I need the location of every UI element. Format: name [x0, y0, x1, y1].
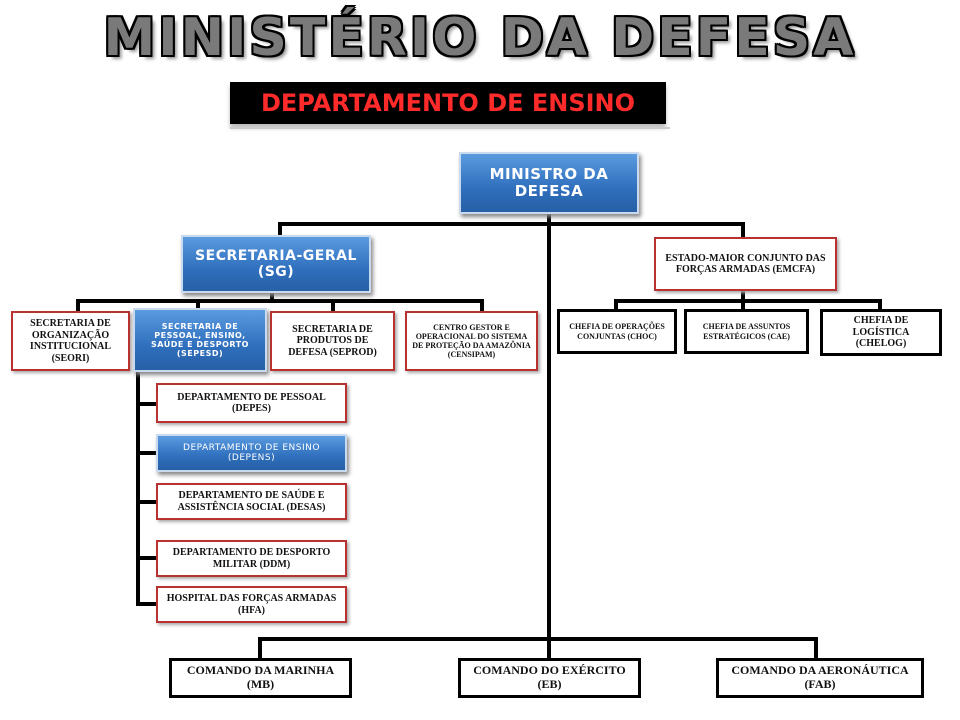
connector [614, 299, 618, 311]
page-title: MINISTÉRIO DA DEFESA [103, 8, 857, 68]
node-chelog: CHEFIA DE LOGÍSTICA (CHELOG) [820, 309, 942, 356]
connector [258, 637, 262, 659]
node-ddm: DEPARTAMENTO DE DESPORTO MILITAR (DDM) [156, 540, 347, 577]
connector [741, 290, 745, 302]
node-secretaria-geral: SECRETARIA-GERAL (SG) [181, 235, 371, 293]
connector [76, 299, 484, 303]
node-exercito: COMANDO DO EXÉRCITO (EB) [458, 658, 641, 698]
connector [814, 637, 818, 659]
connector [614, 299, 882, 303]
node-aeronautica: COMANDO DA AERONÁUTICA (FAB) [716, 658, 924, 698]
connector [136, 500, 156, 504]
node-minister: MINISTRO DA DEFESA [459, 152, 639, 214]
node-depes: DEPARTAMENTO DE PESSOAL (DEPES) [156, 383, 347, 423]
connector [136, 372, 140, 602]
node-depens: DEPARTAMENTO DE ENSINO (DEPENS) [156, 434, 347, 472]
node-emcfa: ESTADO-MAIOR CONJUNTO DAS FORÇAS ARMADAS… [654, 237, 837, 291]
connector [547, 212, 551, 650]
connector [136, 556, 156, 560]
connector [547, 637, 551, 659]
node-cae: CHEFIA DE ASSUNTOS ESTRATÉGICOS (CAE) [684, 309, 809, 354]
connector [878, 299, 882, 311]
node-hfa: HOSPITAL DAS FORÇAS ARMADAS (HFA) [156, 586, 347, 623]
connector [136, 402, 156, 406]
node-desas: DEPARTAMENTO DE SAÚDE E ASSISTÊNCIA SOCI… [156, 483, 347, 520]
connector [136, 602, 156, 606]
connector [76, 299, 80, 313]
connector [741, 222, 745, 238]
page-subtitle: DEPARTAMENTO DE ENSINO [230, 82, 666, 124]
connector [280, 222, 745, 226]
connector [136, 451, 156, 455]
subtitle-underline [230, 127, 670, 129]
node-sepesd: SECRETARIA DE PESSOAL, ENSINO, SAÚDE E D… [133, 308, 267, 372]
node-marinha: COMANDO DA MARINHA (MB) [169, 658, 352, 698]
connector [331, 299, 335, 313]
connector [480, 299, 484, 313]
node-choc: CHEFIA DE OPERAÇÕES CONJUNTAS (CHOC) [557, 309, 677, 354]
node-seori: SECRETARIA DE ORGANIZAÇÃO INSTITUCIONAL … [11, 311, 130, 371]
connector [278, 222, 282, 238]
connector [270, 292, 274, 302]
connector [741, 299, 745, 311]
connector [196, 299, 200, 313]
connector [258, 637, 818, 641]
node-censipam: CENTRO GESTOR E OPERACIONAL DO SISTEMA D… [405, 311, 538, 371]
node-seprod: SECRETARIA DE PRODUTOS DE DEFESA (SEPROD… [270, 311, 395, 371]
